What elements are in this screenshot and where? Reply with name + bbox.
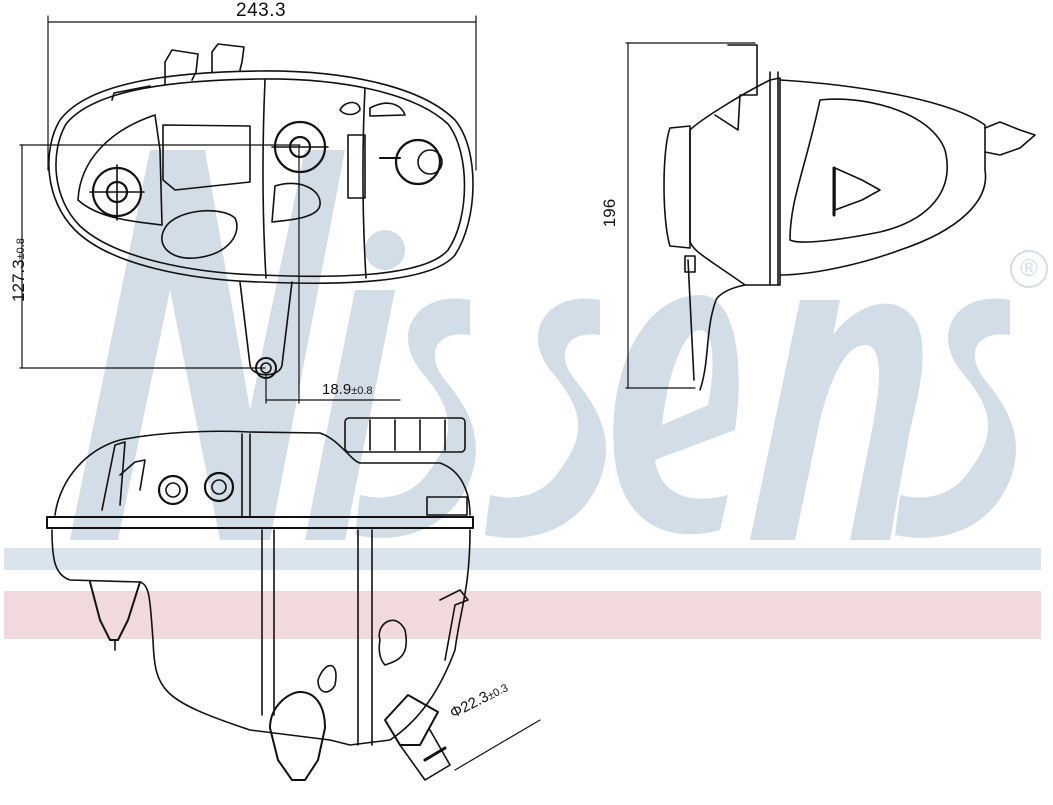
dimension-mount-height-tolerance: ±0.8 [15,238,27,260]
dimension-mount-height: 127.3±0.8 [9,225,29,315]
dimension-side-height: 196 [600,198,620,228]
dimension-mount-height-value: 127.3 [9,259,28,302]
dimension-mount-offset: 18.9±0.8 [322,381,373,398]
dimension-mount-offset-value: 18.9 [322,381,352,398]
dimension-overall-width: 243.3 [236,0,287,21]
front-view [46,417,541,781]
watermark-band-blue [4,548,1041,570]
side-view [625,42,1036,391]
registered-trademark-icon: ® [1010,250,1048,288]
dimension-mount-offset-tolerance: ±0.8 [351,385,373,397]
top-view [19,15,477,404]
watermark-band-pink [4,591,1041,639]
